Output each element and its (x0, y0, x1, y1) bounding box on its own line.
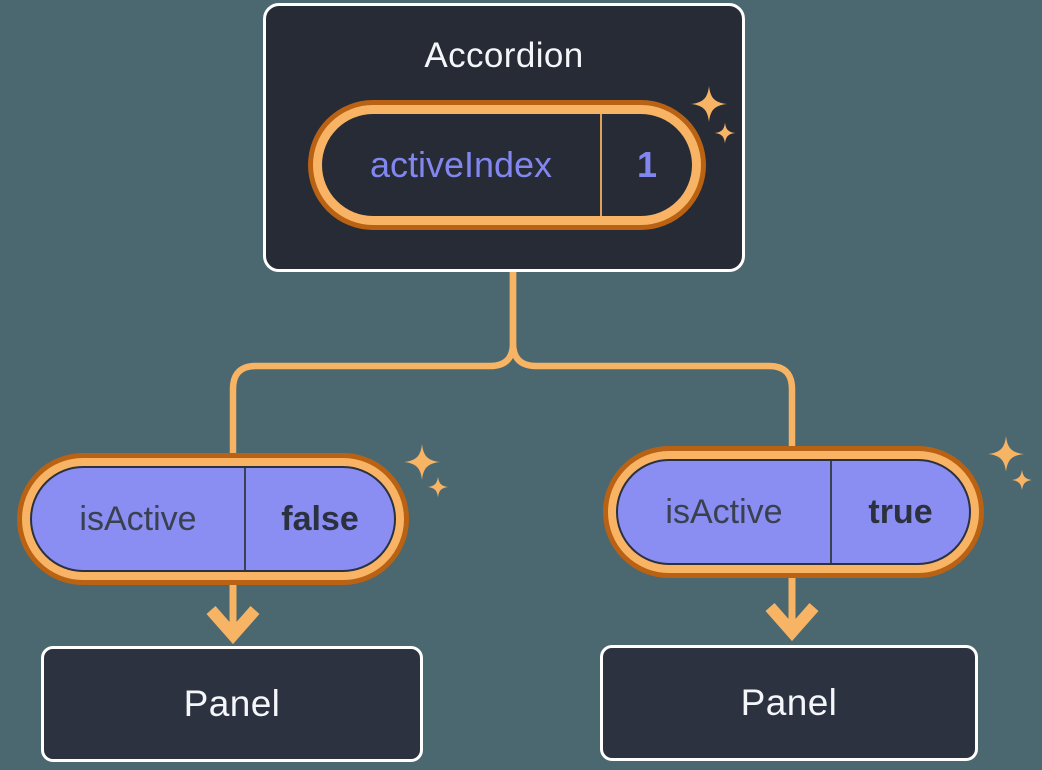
arrow-down-icon (765, 603, 819, 642)
pill-divider (830, 461, 832, 563)
sparkle-icon (988, 436, 1033, 491)
sparkle-icon (404, 444, 449, 498)
panel-node-left: Panel (41, 646, 423, 762)
state-pill-activeindex: activeIndex 1 (308, 100, 706, 230)
panel-node-right: Panel (600, 645, 978, 761)
pill-divider (244, 468, 246, 570)
state-label: activeIndex (369, 144, 553, 185)
prop-pill-body: isActive false (30, 466, 396, 572)
state-pill-body: activeIndex 1 (322, 114, 692, 216)
prop-pill-isactive-true: isActive true (603, 446, 984, 578)
prop-pill-body: isActive true (616, 459, 971, 565)
connector-branch-right (509, 270, 796, 452)
prop-label: isActive (79, 499, 197, 538)
prop-value: false (281, 499, 359, 538)
pill-divider (600, 114, 602, 216)
prop-pill-isactive-false: isActive false (17, 453, 409, 585)
prop-label: isActive (665, 492, 783, 531)
connector-branch-left (229, 270, 517, 460)
accordion-node-title: Accordion (424, 36, 584, 75)
prop-value: true (868, 492, 933, 531)
state-value: 1 (636, 144, 658, 185)
arrow-down-icon (206, 606, 260, 645)
